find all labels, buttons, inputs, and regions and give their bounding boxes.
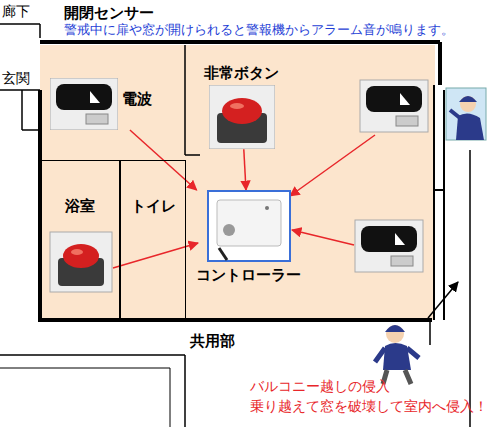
- signal-arrow: [244, 149, 246, 190]
- node-label: コントローラー: [196, 266, 301, 283]
- plan-label: バルコニー越しの侵入: [250, 378, 390, 394]
- node-label: 電波: [122, 90, 152, 107]
- room-box: 浴室: [40, 160, 120, 322]
- node-label: 浴室: [41, 197, 119, 214]
- plan-label: 共用部: [190, 332, 235, 349]
- node-label: 非常ボタン: [204, 64, 279, 81]
- plan-label: 警戒中に扉や窓が開けられると警報機からアラーム音が鳴ります。: [64, 23, 454, 38]
- button-node: 非常ボタン: [204, 64, 279, 149]
- controller-photo: [207, 190, 291, 262]
- plan-label: 玄関: [2, 70, 30, 86]
- button-photo: [209, 85, 275, 149]
- plan-label: 開閉センサー: [64, 4, 154, 21]
- controller-node: コントローラー: [196, 190, 301, 283]
- node-label: トイレ: [121, 197, 185, 214]
- sensor-node: 電波: [50, 78, 152, 130]
- room-box: トイレ: [120, 160, 186, 322]
- sensor-photo: [50, 78, 118, 130]
- plan-label: 乗り越えて窓を破壊して室内へ侵入！: [250, 398, 488, 414]
- plan-label: 廊下: [2, 3, 30, 19]
